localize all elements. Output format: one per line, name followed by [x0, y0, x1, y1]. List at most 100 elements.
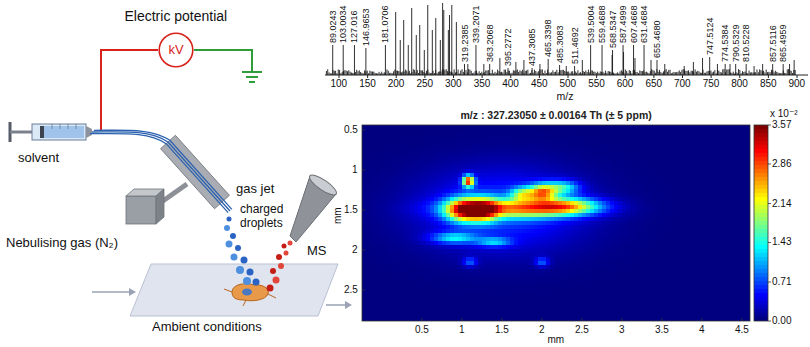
image-pixel: [666, 185, 670, 189]
image-pixel: [570, 193, 574, 197]
image-pixel: [642, 169, 646, 173]
image-pixel: [734, 141, 738, 145]
image-pixel: [554, 141, 558, 145]
image-pixel: [398, 129, 402, 133]
image-pixel: [414, 137, 418, 141]
image-pixel: [722, 161, 726, 165]
image-pixel: [654, 193, 658, 197]
image-pixel: [462, 141, 466, 145]
image-pixel: [742, 201, 746, 205]
plunger-head: [40, 126, 44, 138]
image-pixel: [522, 197, 526, 201]
image-pixel: [370, 137, 374, 141]
image-pixel: [606, 133, 610, 137]
image-pixel: [538, 161, 542, 165]
image-pixel: [422, 193, 426, 197]
image-pixel: [682, 181, 686, 185]
image-pixel: [582, 193, 586, 197]
image-pixel: [690, 173, 694, 177]
image-pixel: [478, 137, 482, 141]
image-pixel: [394, 125, 398, 129]
image-pixel: [510, 201, 514, 205]
image-pixel: [490, 189, 494, 193]
image-pixel: [506, 157, 510, 161]
image-pixel: [550, 173, 554, 177]
image-pixel: [550, 201, 554, 205]
image-pixel: [510, 133, 514, 137]
image-pixel: [418, 165, 422, 169]
image-pixel: [422, 201, 426, 205]
image-pixel: [382, 133, 386, 137]
image-pixel: [594, 149, 598, 153]
ground-wire: [194, 50, 252, 72]
image-pixel: [626, 161, 630, 165]
image-pixel: [590, 201, 594, 205]
image-pixel: [458, 189, 462, 193]
image-pixel: [746, 169, 750, 173]
image-pixel: [450, 141, 454, 145]
image-pixel: [406, 165, 410, 169]
image-pixel: [718, 161, 722, 165]
image-pixel: [390, 177, 394, 181]
image-pixel: [410, 129, 414, 133]
image-pixel: [638, 173, 642, 177]
image-pixel: [474, 185, 478, 189]
image-pixel: [450, 173, 454, 177]
image-pixel: [742, 133, 746, 137]
image-pixel: [466, 201, 470, 205]
image-pixel: [406, 201, 410, 205]
image-pixel: [498, 145, 502, 149]
image-pixel: [494, 145, 498, 149]
image-pixel: [442, 173, 446, 177]
image-pixel: [586, 149, 590, 153]
image-pixel: [582, 173, 586, 177]
image-pixel: [518, 177, 522, 181]
image-pixel: [514, 197, 518, 201]
image-pixel: [706, 145, 710, 149]
image-pixel: [370, 189, 374, 193]
image-pixel: [666, 149, 670, 153]
image-pixel: [414, 181, 418, 185]
image-pixel: [658, 197, 662, 201]
image-pixel: [482, 177, 486, 181]
image-pixel: [622, 145, 626, 149]
image-pixel: [542, 189, 546, 193]
droplet: [267, 285, 274, 292]
image-pixel: [382, 197, 386, 201]
image-pixel: [538, 149, 542, 153]
image-pixel: [386, 137, 390, 141]
image-pixel: [506, 197, 510, 201]
image-pixel: [506, 165, 510, 169]
image-pixel: [414, 201, 418, 205]
image-pixel: [650, 145, 654, 149]
image-pixel: [458, 129, 462, 133]
image-pixel: [554, 181, 558, 185]
image-pixel: [446, 169, 450, 173]
image-pixel: [682, 157, 686, 161]
image-pixel: [498, 201, 502, 205]
image-pixel: [362, 189, 366, 193]
image-pixel: [690, 197, 694, 201]
image-pixel: [710, 197, 714, 201]
image-pixel: [474, 133, 478, 137]
image-pixel: [518, 153, 522, 157]
image-pixel: [666, 189, 670, 193]
image-pixel: [406, 145, 410, 149]
image-pixel: [498, 181, 502, 185]
image-pixel: [606, 153, 610, 157]
image-pixel: [626, 177, 630, 181]
image-pixel: [418, 145, 422, 149]
image-pixel: [542, 129, 546, 133]
image-pixel: [614, 129, 618, 133]
image-pixel: [382, 189, 386, 193]
image-pixel: [458, 157, 462, 161]
image-pixel: [690, 149, 694, 153]
droplet: [243, 277, 251, 285]
image-pixel: [558, 157, 562, 161]
image-pixel: [530, 141, 534, 145]
image-pixel: [414, 141, 418, 145]
image-pixel: [410, 201, 414, 205]
image-pixel: [566, 125, 570, 129]
solvent-fill: [44, 126, 84, 138]
image-pixel: [602, 173, 606, 177]
